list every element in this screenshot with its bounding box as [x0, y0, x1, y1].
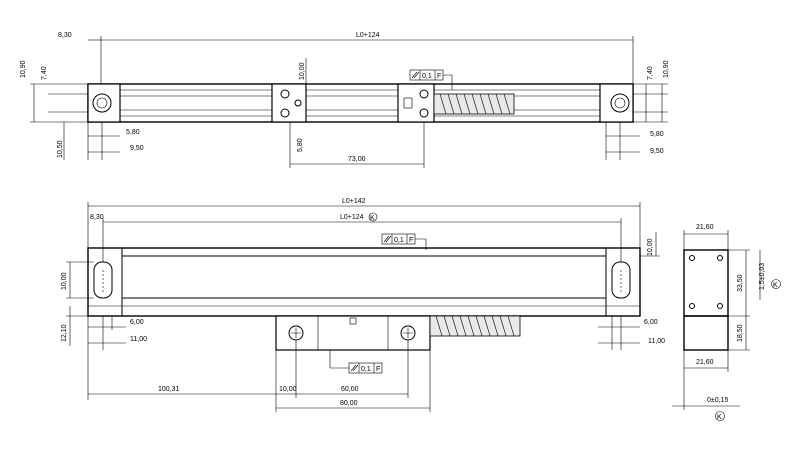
front-left-h1: 10,00	[61, 272, 68, 290]
front-left-w2: 11,00	[130, 336, 147, 343]
front-reader-inner: 10,00	[279, 386, 297, 393]
side-datum-right: K	[773, 282, 778, 289]
top-tolerance-frame: 0,1 F	[409, 69, 453, 90]
top-left-w2: 9,50	[130, 145, 144, 152]
front-right-w2: 11,00	[648, 338, 665, 345]
top-cable	[433, 93, 515, 115]
top-connector-span: 73,00	[348, 156, 366, 163]
top-left-mount-hole	[92, 93, 112, 113]
front-tolerance-top-datum: F	[409, 237, 413, 244]
front-tolerance-bottom-datum: F	[376, 366, 380, 373]
front-tolerance-top-value: 0,1	[394, 237, 404, 244]
side-bottom-width: 21,60	[696, 359, 714, 366]
front-overall-length: L0+142	[342, 198, 366, 205]
side-top-width: 21,60	[696, 224, 714, 231]
top-right-endcap	[599, 83, 634, 123]
top-reader-head	[397, 83, 435, 123]
front-tolerance-bottom: 0,1 F	[329, 350, 383, 374]
top-left-offset-label: 8,30	[58, 32, 72, 39]
front-view: L0+142 L0+124 K 8,30 0,1 F 10,00 12,10	[61, 198, 665, 412]
top-left-h1: 10,90	[20, 60, 27, 78]
side-base-tolerance: 0±0,15	[707, 397, 728, 404]
side-datum-circle-bottom	[715, 411, 725, 421]
top-center-h2: 5,80	[297, 138, 304, 152]
side-height-lower: 18,50	[737, 324, 744, 342]
top-tolerance-value: 0,1	[422, 73, 432, 80]
top-right-w1: 5,80	[650, 131, 664, 138]
front-datum-circle	[368, 212, 378, 222]
front-left-w1: 6,00	[130, 319, 144, 326]
front-tolerance-top: 0,1 F	[381, 233, 427, 250]
side-datum-circle-right	[771, 279, 781, 289]
side-view: 21,60 33,50 18,50 1,5±0,03 K 21,60 0±0,1…	[672, 224, 781, 421]
top-tolerance-datum: F	[437, 73, 441, 80]
top-view: L0+124 8,30 10,90 7,40 10,50 5,80 9,50 1…	[20, 32, 670, 168]
side-datum-bottom: K	[717, 414, 722, 421]
front-mounting-length: L0+124	[340, 214, 364, 221]
front-datum-symbol: K	[370, 215, 375, 222]
top-right-w2: 9,50	[650, 148, 664, 155]
top-length-label: L0+124	[356, 32, 380, 39]
top-center-h1: 10,00	[299, 62, 306, 80]
front-left-h2: 12,10	[61, 324, 68, 342]
side-lower-block	[683, 315, 729, 351]
front-reader-offset: 100,31	[158, 386, 180, 393]
side-height-upper: 33,50	[737, 274, 744, 292]
top-center-block	[271, 83, 307, 123]
top-left-h3: 10,50	[57, 140, 64, 158]
front-right-w1: 6,00	[644, 319, 658, 326]
top-right-h1: 7,40	[647, 66, 654, 80]
front-reader-width: 80,00	[340, 400, 358, 407]
front-tolerance-bottom-value: 0,1	[361, 366, 371, 373]
front-reader-span: 60,00	[341, 386, 359, 393]
top-left-h2: 7,40	[41, 66, 48, 80]
front-left-offset: 8,30	[90, 214, 104, 221]
side-tolerance: 1,5±0,03	[759, 263, 766, 290]
front-right-h1: 10,00	[647, 238, 654, 256]
top-right-h2: 10,90	[663, 60, 670, 78]
top-left-w1: 5,80	[126, 129, 140, 136]
front-cable	[429, 315, 521, 337]
top-right-mount-hole	[610, 93, 630, 113]
